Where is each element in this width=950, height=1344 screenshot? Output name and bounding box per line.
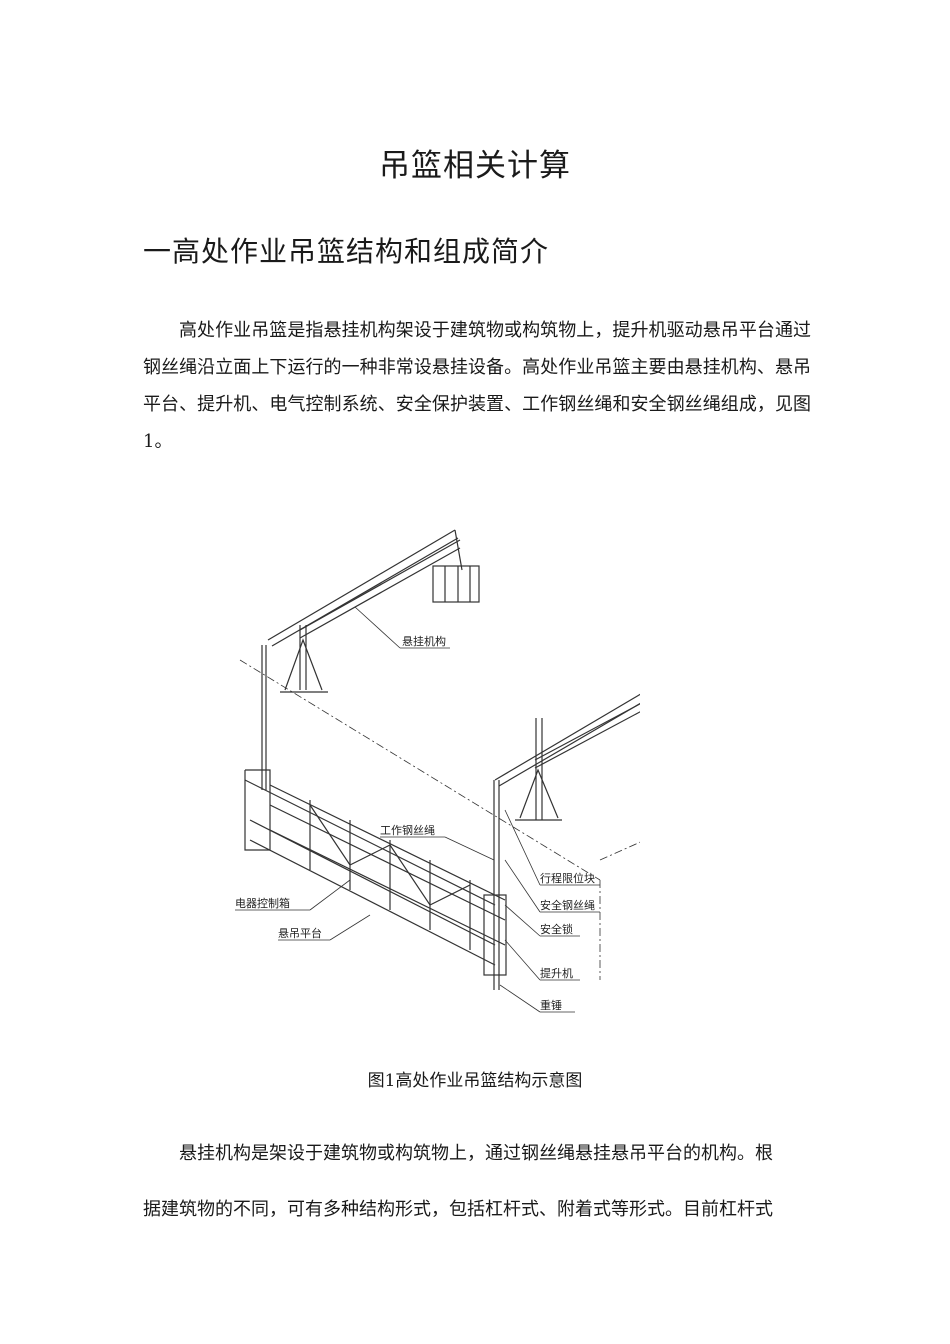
page-title: 吊篮相关计算: [379, 148, 571, 184]
label-hoist: 提升机: [540, 966, 573, 980]
left-suspension-beam: [267, 529, 480, 693]
suspended-platform: [244, 769, 507, 976]
figure-caption: 图1高处作业吊篮结构示意图: [367, 1071, 583, 1091]
label-control-box: 电器控制箱: [235, 896, 290, 910]
label-suspension: 悬挂机构: [402, 634, 446, 648]
right-suspension-beam: [494, 693, 640, 821]
paragraph-suspension-line2: 据建筑物的不同，可有多种结构形式，包括杠杆式、附着式等形式。目前杠杆式: [143, 1199, 773, 1220]
paragraph-intro: 高处作业吊篮是指悬挂机构架设于建筑物或构筑物上，提升机驱动悬吊平台通过钢丝绳沿立…: [143, 320, 811, 452]
paragraph-suspension-text1: 悬挂机构是架设于建筑物或构筑物上，通过钢丝绳悬挂悬吊平台的机构。根: [179, 1143, 773, 1164]
label-heavy-hammer: 重锤: [540, 998, 562, 1012]
label-safety-lock: 安全锁: [540, 922, 573, 936]
gondola-structure-diagram: 悬挂机构 配重 工作钢丝绳 行程限位块 安全钢丝绳 安全锁 提升机 重锤 电器控…: [235, 529, 640, 1013]
label-platform: 悬吊平台: [278, 926, 322, 940]
section-heading: 一高处作业吊篮结构和组成简介: [143, 235, 550, 268]
label-limit-block: 行程限位块: [540, 871, 595, 885]
label-safety-rope: 安全钢丝绳: [540, 898, 595, 912]
label-work-rope: 工作钢丝绳: [380, 823, 435, 837]
paragraph-suspension-line1: 悬挂机构是架设于建筑物或构筑物上，通过钢丝绳悬挂悬吊平台的机构。根: [143, 1140, 773, 1168]
